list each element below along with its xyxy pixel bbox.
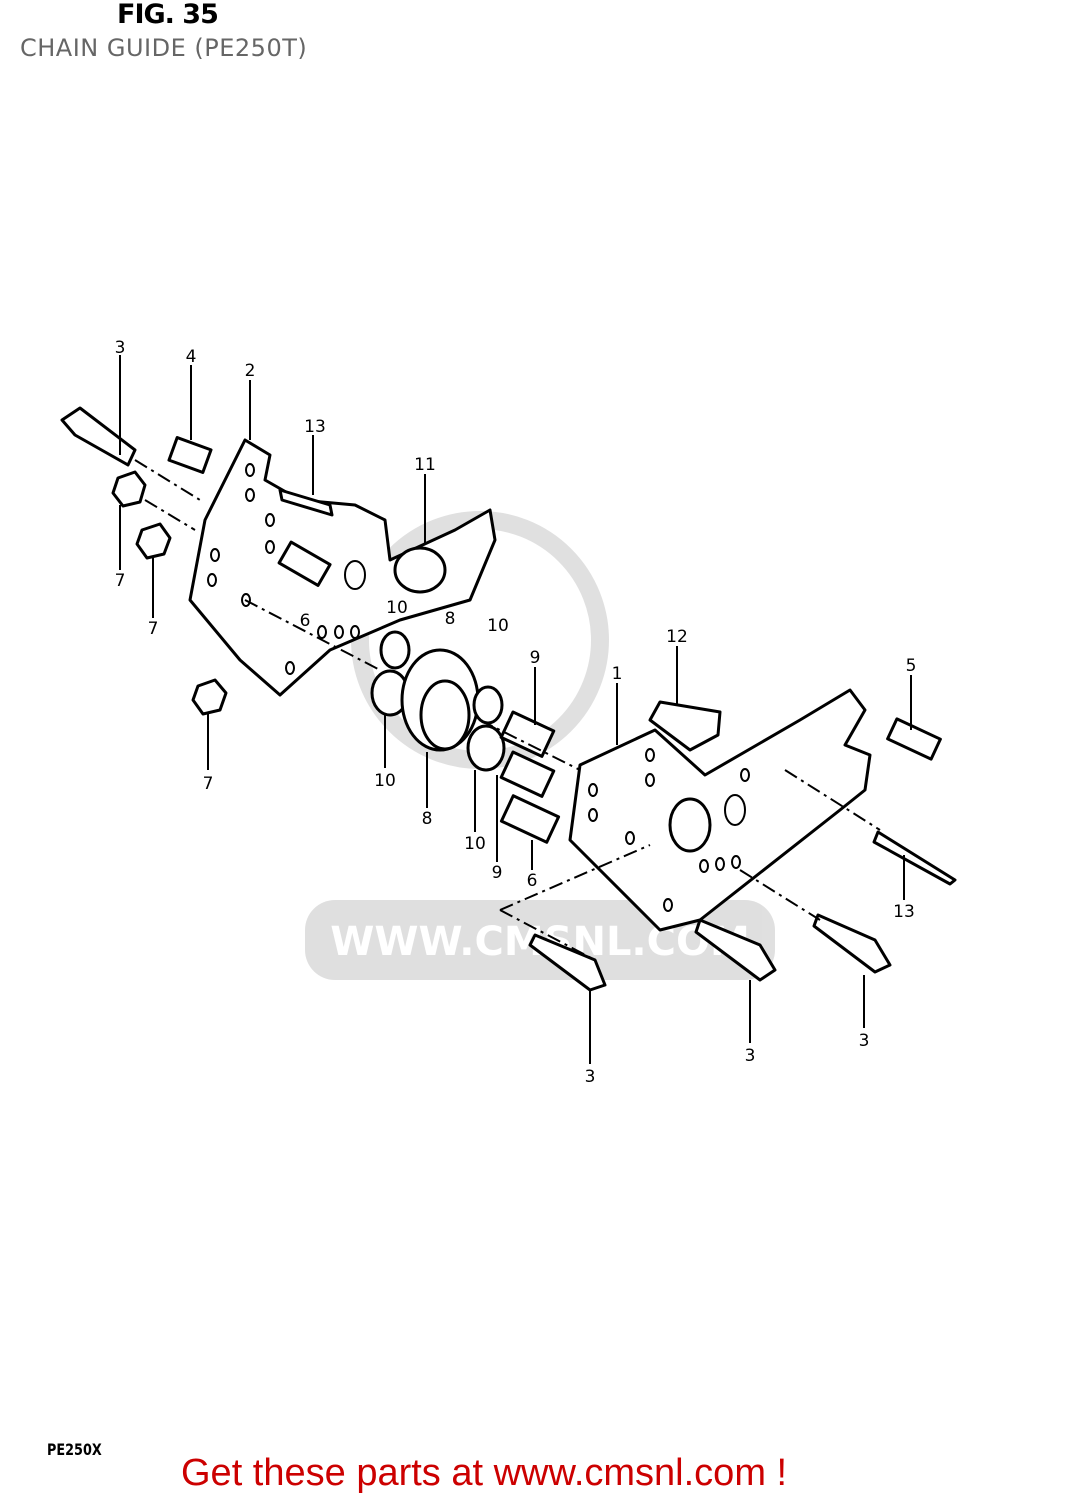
callout: 12 — [666, 627, 688, 647]
callout: 7 — [148, 619, 159, 639]
callout: 1 — [612, 664, 623, 684]
callout: 6 — [300, 611, 311, 631]
callout: 3 — [115, 338, 126, 358]
fasteners — [60, 406, 957, 992]
figure-label: FIG. 35 — [117, 0, 219, 30]
callouts: 3 4 2 13 11 7 7 6 10 8 10 9 12 1 5 7 10 … — [115, 338, 917, 1087]
callout: 10 — [464, 834, 486, 854]
callout: 5 — [906, 656, 917, 676]
callout: 10 — [386, 598, 408, 618]
callout: 9 — [492, 863, 503, 883]
page-title: CHAIN GUIDE (PE250T) — [20, 34, 308, 62]
callout: 13 — [304, 417, 326, 437]
callout: 13 — [893, 902, 915, 922]
leader-lines — [119, 355, 912, 1064]
callout: 10 — [374, 771, 396, 791]
callout: 8 — [422, 809, 433, 829]
callout: 3 — [859, 1031, 870, 1051]
model-label: PE250X — [47, 1440, 102, 1459]
callout: 9 — [530, 648, 541, 668]
chain-guide-plate-left — [188, 438, 497, 697]
roller-assembly — [370, 630, 561, 844]
callout: 11 — [414, 455, 436, 475]
chain-guide-plate-right — [568, 688, 872, 932]
callout: 2 — [245, 361, 256, 381]
callout: 7 — [203, 774, 214, 794]
callout: 3 — [745, 1046, 756, 1066]
callout: 6 — [527, 871, 538, 891]
promo-link[interactable]: Get these parts at www.cmsnl.com ! — [181, 1452, 788, 1494]
callout: 10 — [487, 616, 509, 636]
callout: 7 — [115, 571, 126, 591]
center-lines — [134, 459, 881, 961]
callout: 3 — [585, 1067, 596, 1087]
callout: 8 — [445, 609, 456, 629]
callout: 4 — [186, 347, 197, 367]
